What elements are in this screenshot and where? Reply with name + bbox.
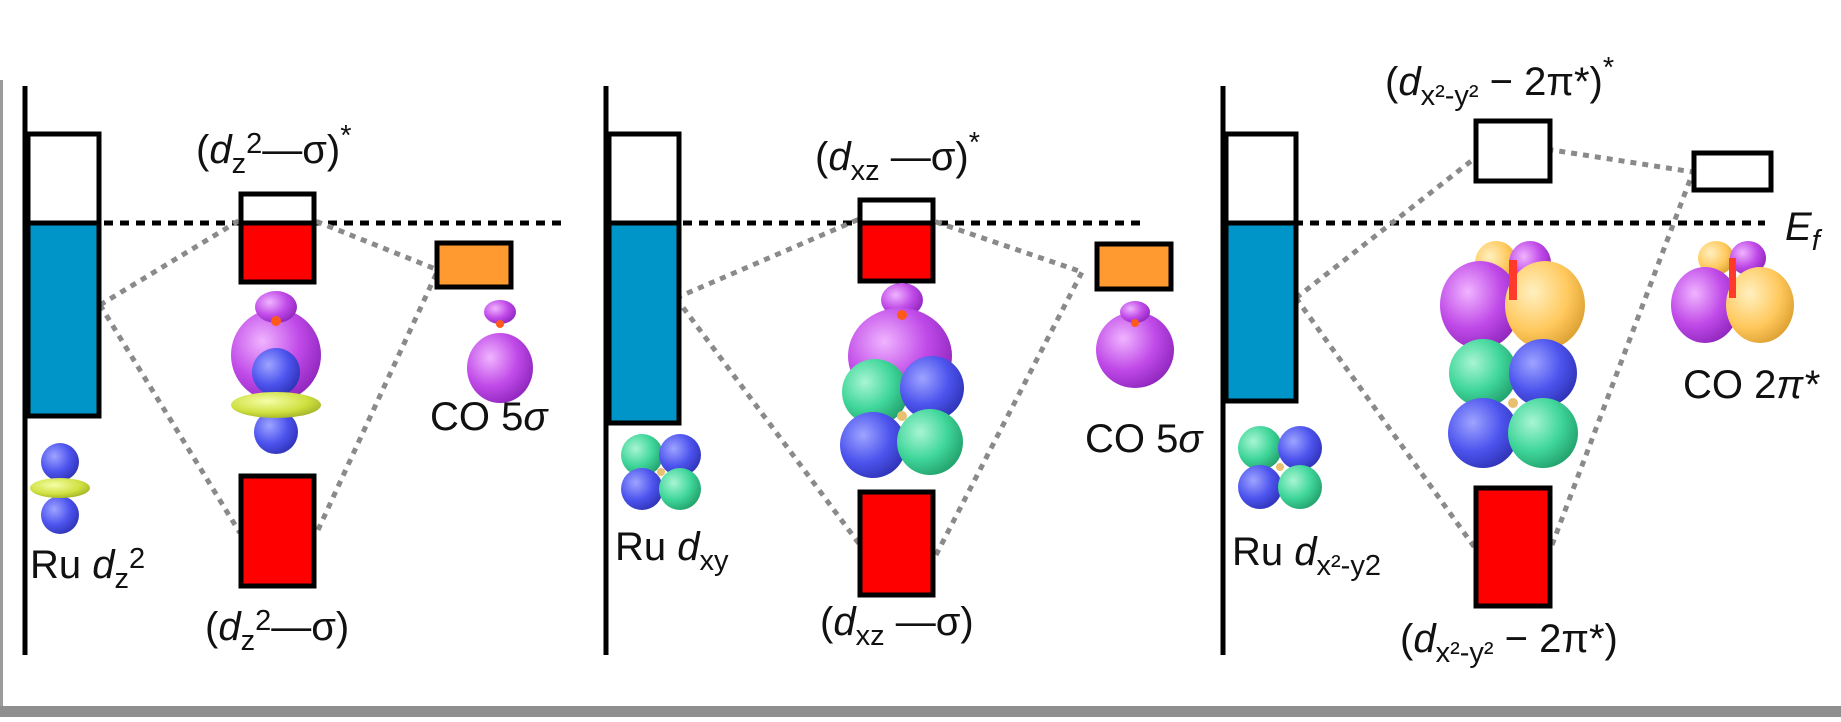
co-5sigma-level-2: [1094, 241, 1174, 292]
frame-bottom-edge: [0, 706, 1841, 717]
antibonding-dxz-filled-level: [857, 220, 936, 284]
energy-axes: [22, 86, 1226, 655]
bonding-dxz-level: [857, 489, 936, 598]
antibonding-dxz-empty-level: [857, 197, 936, 226]
ru-dx2y2-unoccupied-band: [1223, 131, 1299, 226]
frame-left-edge: [0, 80, 3, 717]
ru-dz2-orbital-image: [30, 443, 90, 534]
antibonding-dx2y2-label: (dx²-y² − 2π*)*: [1385, 52, 1614, 112]
co-2pi-star-label: CO 2π*: [1683, 363, 1820, 407]
co-5sigma-orbital-image-2: [1096, 301, 1174, 388]
bonding-dz2-level: [238, 473, 317, 589]
connector-panel1-bottom-left: [97, 303, 243, 535]
antibonding-dx2y2-2pi-level: [1473, 118, 1553, 184]
ru-dz2-unoccupied-band: [25, 131, 102, 226]
panel-dx2y2: [1223, 118, 1794, 609]
co-5sigma-label-1: CO 5σ: [430, 395, 549, 439]
connector-panel2-bottom-right: [933, 270, 1085, 557]
fermi-level-label: Ef: [1785, 205, 1823, 257]
dx2y2-2pi-orbital-image: [1440, 241, 1585, 468]
bonding-dx2y2-label: (dx²-y² − 2π*): [1400, 617, 1618, 669]
ru-dxy-orbital-image: [621, 434, 701, 510]
ru-dz2-occupied-band: [25, 220, 102, 419]
co-5sigma-orbital-image-1: [467, 300, 533, 403]
ru-dx2y2-label: Ru dx²-y2: [1232, 530, 1381, 582]
antibonding-dz2-label: (dz2—σ)*: [196, 120, 352, 180]
panel-dxz: [606, 131, 1174, 598]
bonding-dxz-label: (dxz —σ): [820, 600, 974, 652]
ru-dx2y2-orbital-image: [1238, 426, 1322, 509]
ru-dxy-label: Ru dxy: [615, 525, 729, 577]
co-2pi-star-level: [1691, 150, 1774, 193]
panel-dz2: [25, 131, 533, 589]
connector-panel1-bottom-right: [315, 268, 441, 532]
connector-panel3-bottom-left: [1293, 296, 1478, 550]
dxz-sigma-orbital-image: [840, 283, 964, 478]
antibonding-dxz-label: (dxz —σ)*: [815, 127, 980, 187]
ru-dx2y2-occupied-band: [1223, 220, 1299, 404]
antibonding-dz2-filled-level: [238, 220, 317, 285]
co-2pi-star-orbital-image: [1671, 241, 1794, 343]
connector-panel2-bottom-left: [673, 296, 863, 547]
ru-dz2-label: Ru dz2: [30, 543, 145, 595]
dz2-sigma-orbital-image: [231, 291, 321, 454]
bonding-dx2y2-2pi-level: [1473, 485, 1553, 609]
ru-dxy-occupied-band: [606, 220, 682, 426]
bonding-dz2-label: (dz2—σ): [205, 605, 349, 657]
antibonding-dz2-empty-level: [238, 191, 317, 226]
ru-dxy-unoccupied-band: [606, 131, 682, 226]
co-5sigma-label-2: CO 5σ: [1085, 417, 1204, 461]
connector-panel2-top: [675, 217, 1083, 301]
co-5sigma-level: [434, 240, 514, 290]
